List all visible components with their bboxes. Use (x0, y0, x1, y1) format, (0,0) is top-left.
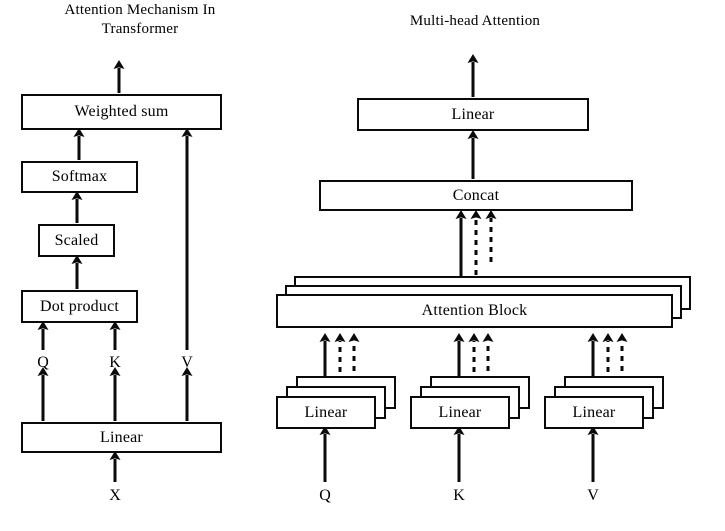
box-concat: Concat (319, 180, 633, 211)
box-linear-output-label: Linear (451, 105, 495, 123)
box-linear-v: Linear (544, 396, 644, 429)
box-softmax-label: Softmax (51, 168, 108, 185)
left-diagram-title: Attention Mechanism In Transformer (40, 1, 240, 39)
left-title-line2: Transformer (101, 21, 179, 37)
label-q-left: Q (37, 354, 49, 371)
label-k-left: K (109, 354, 121, 371)
box-scaled: Scaled (38, 224, 115, 257)
box-scaled-label: Scaled (54, 231, 99, 249)
box-linear-k: Linear (410, 396, 510, 429)
box-linear-k-label: Linear (438, 403, 482, 421)
box-attention-block: Attention Block (276, 294, 673, 328)
box-linear-q-label: Linear (304, 403, 348, 421)
box-dot-product-label: Dot product (39, 297, 120, 315)
box-linear-left-label: Linear (100, 428, 143, 446)
box-linear-v-label: Linear (572, 403, 616, 421)
label-x-left: X (109, 487, 121, 504)
label-v-right: V (587, 487, 599, 504)
label-v-left: V (181, 354, 193, 371)
box-dot-product: Dot product (21, 290, 138, 323)
label-k-right: K (453, 487, 465, 504)
box-attention-block-label: Attention Block (421, 302, 528, 319)
box-linear-left: Linear (21, 422, 222, 453)
label-q-right: Q (319, 487, 331, 504)
box-linear-q: Linear (276, 396, 376, 429)
left-title-line1: Attention Mechanism In (64, 2, 216, 18)
box-linear-output: Linear (357, 98, 589, 131)
box-weighted-sum: Weighted sum (21, 94, 222, 130)
box-concat-label: Concat (452, 186, 500, 204)
box-weighted-sum-label: Weighted sum (74, 103, 169, 120)
right-diagram-title: Multi-head Attention (409, 13, 541, 29)
box-softmax: Softmax (21, 161, 138, 193)
